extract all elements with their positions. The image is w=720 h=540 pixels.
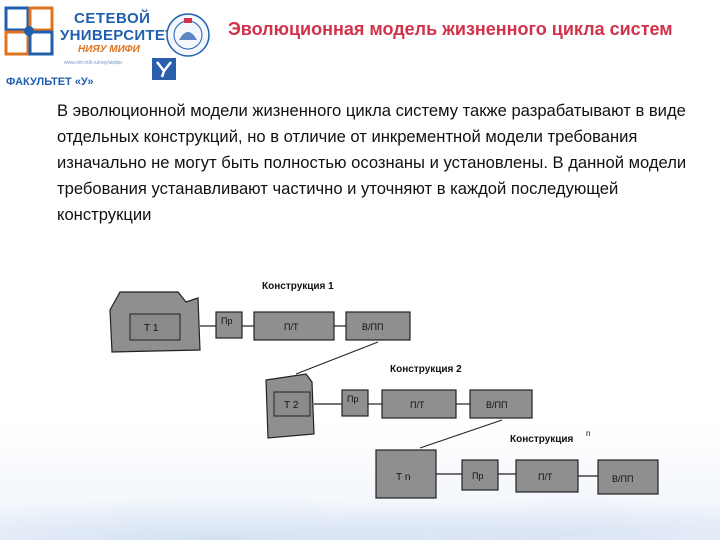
stage-pt-1	[253, 311, 335, 341]
logo-subline: www.virt-mifi.ru/ниу/мифи	[64, 60, 122, 66]
stage-vpp-label-2: В/ПП	[486, 400, 507, 410]
construction-2-label: Конструкция 2	[390, 364, 462, 375]
stage-pt-n	[515, 459, 579, 493]
body-paragraph: В эволюционной модели жизненного цикла с…	[57, 101, 687, 224]
university-logo: СЕТЕВОЙ УНИВЕРСИТЕТ НИЯУ МИФИ www.virt-m…	[4, 6, 219, 90]
stage-vpp-2	[469, 389, 533, 419]
stage-pt-label-n: П/Т	[538, 472, 553, 482]
construction-1-label: Конструкция 1	[262, 281, 334, 292]
construction-n-superscript: n	[586, 429, 590, 438]
stage-pr-label-2: Пр	[347, 394, 358, 404]
slide-title: Эволюционная модель жизненного цикла сис…	[228, 19, 673, 39]
stage-pr-label-1: Пр	[221, 316, 232, 326]
stage-pt-label-2: П/Т	[410, 400, 425, 410]
university-emblem-icon	[166, 13, 210, 57]
transition-arrow-1	[295, 341, 379, 375]
requirements-label-n: Т n	[396, 472, 410, 483]
stage-pr-n	[461, 459, 499, 491]
requirements-label-1: Т 1	[144, 323, 159, 334]
requirements-label-2: Т 2	[284, 400, 299, 411]
construction-n-label: Конструкция	[510, 434, 574, 445]
logo-line3: НИЯУ МИФИ	[78, 44, 140, 55]
stage-pr-1	[215, 311, 243, 339]
network-logo-icon	[4, 6, 54, 56]
requirements-inner-1	[129, 313, 181, 341]
evolutionary-model-diagram: Конструкция 1 Т 1 Пр П/Т В/ПП Конструкци…	[109, 281, 659, 499]
stage-pt-2	[381, 389, 457, 419]
requirements-inner-2	[273, 391, 311, 417]
stage-vpp-label-n: В/ПП	[612, 474, 633, 484]
stage-pt-label-1: П/Т	[284, 322, 299, 332]
logo-line1: СЕТЕВОЙ	[74, 10, 151, 27]
stage-vpp-label-1: В/ПП	[362, 322, 383, 332]
stage-vpp-n	[597, 459, 659, 495]
stage-pr-2	[341, 389, 369, 417]
transition-arrow-2	[419, 419, 503, 449]
stage-vpp-1	[345, 311, 411, 341]
faculty-u-icon	[152, 58, 176, 80]
faculty-label: ФАКУЛЬТЕТ «У»	[6, 76, 94, 88]
stage-pr-label-n: Пр	[472, 471, 483, 481]
logo-line2: УНИВЕРСИТЕТ	[60, 27, 175, 44]
